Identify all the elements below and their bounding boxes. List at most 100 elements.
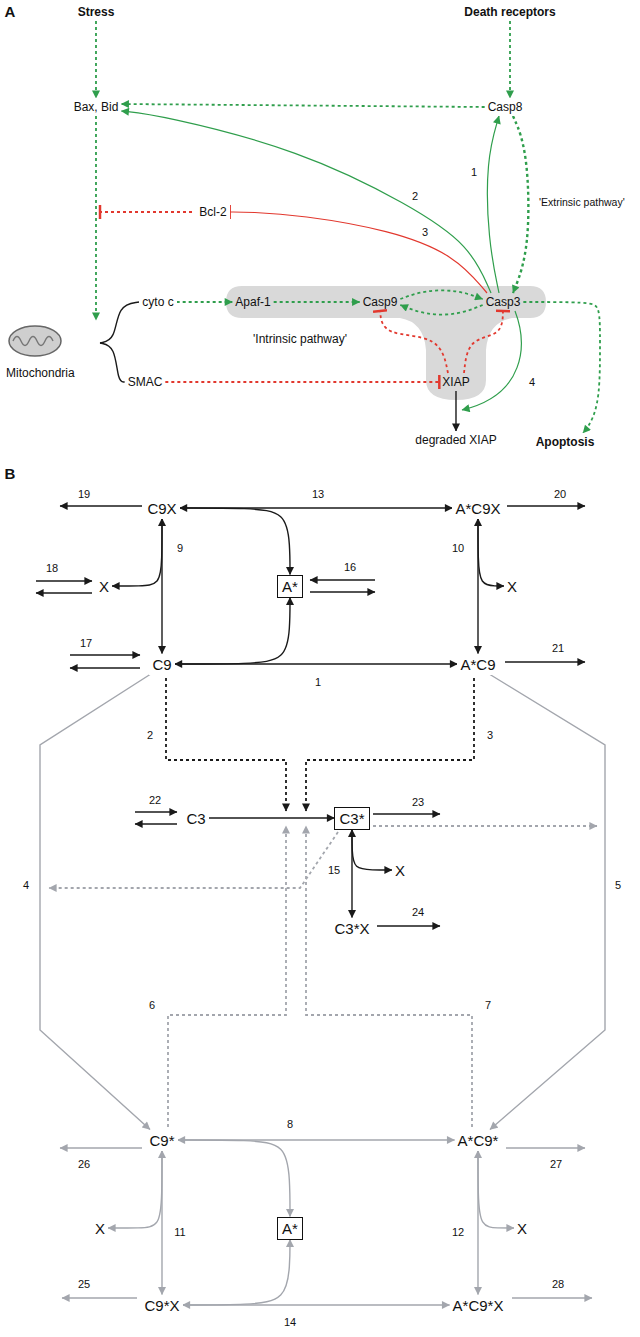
activation-arrow bbox=[274, 301, 360, 303]
organelle-label: Mitochondria bbox=[4, 320, 100, 382]
degradation-arrow bbox=[60, 505, 142, 506]
degradation-arrow bbox=[507, 505, 585, 506]
node-text: C9X bbox=[147, 500, 176, 517]
feedback-line bbox=[373, 825, 597, 827]
panel-letter: B bbox=[4, 465, 17, 482]
reaction-number: 8 bbox=[286, 1118, 294, 1131]
species-label: X bbox=[392, 860, 408, 881]
species-label: X bbox=[514, 1218, 530, 1239]
protein-label: cyto c bbox=[139, 293, 176, 311]
reaction-arrow bbox=[478, 519, 504, 587]
node-text: X bbox=[99, 578, 109, 595]
node-text: Bax, Bid bbox=[74, 100, 119, 114]
protein-label: Bcl-2 bbox=[196, 203, 229, 221]
reaction-number: 15 bbox=[327, 864, 341, 877]
reaction-number: 25 bbox=[77, 1278, 91, 1291]
outcome-label: Apoptosis bbox=[533, 433, 598, 451]
pathway-note: 'Intrinsic pathway' bbox=[252, 333, 348, 347]
protein-label: Casp9 bbox=[360, 293, 401, 311]
species-box: A* bbox=[277, 575, 303, 598]
reaction-number: 10 bbox=[451, 542, 465, 555]
stimulus-label: Death receptors bbox=[461, 3, 558, 21]
activation-arrow bbox=[121, 111, 491, 293]
activation-arrow bbox=[487, 116, 499, 293]
node-text: X bbox=[517, 1220, 527, 1237]
degradation-arrow bbox=[506, 1147, 585, 1148]
reaction-arrow bbox=[478, 1151, 514, 1229]
activation-arrow bbox=[400, 290, 482, 299]
inhibition-line bbox=[100, 211, 192, 213]
callout-number: 3 bbox=[421, 226, 429, 239]
reaction-number: 18 bbox=[45, 562, 59, 575]
reaction-number: 27 bbox=[549, 1158, 563, 1171]
protein-label: Casp3 bbox=[483, 293, 524, 311]
species-label: X bbox=[92, 1218, 108, 1239]
degradation-arrow bbox=[505, 661, 585, 662]
reaction-number: 21 bbox=[551, 642, 565, 655]
reaction-number: 3 bbox=[486, 729, 494, 742]
species-label: A*C9 bbox=[457, 654, 498, 675]
node-text: Death receptors bbox=[464, 5, 555, 19]
species-label: A*C9*X bbox=[450, 1295, 507, 1316]
reaction-number: 20 bbox=[553, 488, 567, 501]
reaction-number: 19 bbox=[77, 488, 91, 501]
reaction-arrow bbox=[112, 519, 162, 587]
degradation-arrow bbox=[36, 592, 92, 593]
reaction-number: 7 bbox=[484, 999, 492, 1012]
reaction-arrow bbox=[209, 817, 335, 818]
node-text: SMAC bbox=[128, 375, 163, 389]
protein-label: Casp8 bbox=[485, 98, 526, 116]
activation-arrow bbox=[400, 305, 482, 315]
degradation-arrow bbox=[377, 925, 440, 926]
reaction-number: 23 bbox=[411, 796, 425, 809]
node-text: A*C9X bbox=[455, 500, 500, 517]
node-text: Casp8 bbox=[488, 100, 523, 114]
protein-label: Bax, Bid bbox=[71, 98, 122, 116]
reaction-number: 26 bbox=[77, 1158, 91, 1171]
release-line bbox=[100, 302, 139, 343]
inhibition-arrow bbox=[380, 311, 448, 373]
mitochondrion-cristae bbox=[13, 337, 53, 346]
node-text: X bbox=[95, 1220, 105, 1237]
reaction-number: 22 bbox=[148, 794, 162, 807]
reaction-arrow bbox=[178, 1140, 291, 1217]
reaction-number: 13 bbox=[311, 488, 325, 501]
reaction-number: 4 bbox=[22, 879, 30, 892]
catalysis-line bbox=[306, 826, 472, 1127]
reaction-number: 24 bbox=[411, 906, 425, 919]
callout-number: 2 bbox=[411, 190, 419, 203]
protein-label: SMAC bbox=[125, 373, 166, 391]
reaction-number: 17 bbox=[79, 637, 93, 650]
protein-label: XIAP bbox=[439, 373, 472, 391]
node-text: degraded XIAP bbox=[415, 433, 496, 447]
node-text: Apoptosis bbox=[536, 435, 595, 449]
protein-label: Apaf-1 bbox=[232, 293, 273, 311]
activation-arrow bbox=[121, 104, 484, 107]
reaction-number: 16 bbox=[343, 561, 357, 574]
production-arrow bbox=[310, 579, 375, 580]
node-text: Bcl-2 bbox=[199, 205, 226, 219]
activation-arrow bbox=[95, 116, 97, 320]
reaction-number: 12 bbox=[451, 1226, 465, 1239]
node-text: X bbox=[395, 862, 405, 879]
reaction-number: 11 bbox=[173, 1226, 186, 1239]
degradation-arrow bbox=[310, 591, 375, 592]
activation-arrow bbox=[523, 302, 600, 433]
pathway-note: 'Extrinsic pathway' bbox=[538, 196, 626, 208]
activation-arrow bbox=[177, 301, 233, 303]
panel-letter: A bbox=[4, 3, 17, 20]
degradation-arrow bbox=[455, 391, 456, 431]
stimulus-label: Stress bbox=[75, 3, 118, 21]
catalysis-line bbox=[168, 826, 286, 1127]
reaction-arrow bbox=[175, 598, 290, 665]
reaction-arrow bbox=[183, 1240, 290, 1306]
activation-path bbox=[490, 675, 605, 1130]
degradation-activation-line bbox=[462, 311, 521, 410]
node-text: C3*X bbox=[334, 920, 369, 937]
reaction-number: 1 bbox=[314, 676, 322, 689]
degradation-arrow bbox=[512, 1297, 592, 1298]
production-arrow bbox=[70, 654, 140, 655]
node-text: C3* bbox=[339, 810, 364, 827]
activation-arrow bbox=[95, 21, 97, 98]
callout-number: 1 bbox=[470, 166, 478, 179]
